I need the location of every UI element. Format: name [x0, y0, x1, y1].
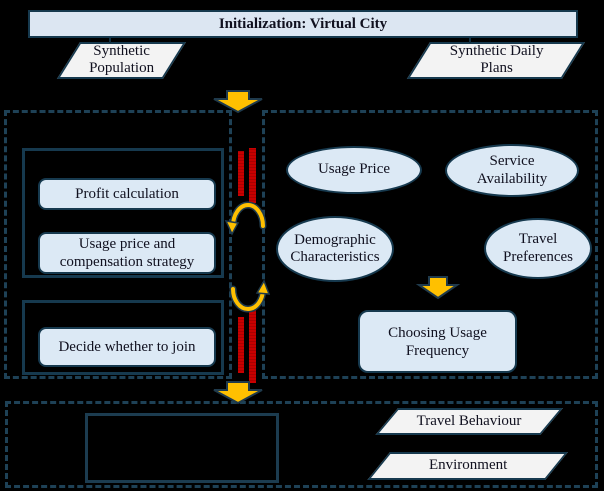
traveler-section-frame [262, 110, 598, 379]
initialization-title-bar: Initialization: Virtual City [28, 10, 578, 38]
operator-section-frame [4, 110, 232, 379]
demographic-characteristics-label: Demographic Characteristics [290, 231, 380, 265]
red-vertical-marker-bottom-2 [249, 310, 256, 383]
demographic-characteristics-ellipse: Demographic Characteristics [276, 216, 394, 282]
profit-calculation-box: Profit calculation [38, 178, 216, 210]
travel-preferences-ellipse: Travel Preferences [484, 218, 592, 279]
environment-parallelogram: Environment [367, 452, 568, 480]
red-vertical-marker-top-1 [238, 151, 244, 196]
service-availability-label: Service Availability [476, 153, 548, 187]
travel-preferences-label: Travel Preferences [503, 231, 573, 265]
decide-whether-to-join-label: Decide whether to join [58, 339, 196, 355]
iteration-arc-bottom-outline [229, 285, 267, 313]
iteration-arc-top-outline [229, 201, 267, 230]
usage-price-strategy-label: Usage price and compensation strategy [59, 236, 195, 270]
red-vertical-marker-top-2 [249, 148, 256, 203]
environment-label: Environment [428, 457, 507, 474]
usage-price-ellipse: Usage Price [286, 146, 422, 194]
synthetic-daily-plans-parallelogram: Synthetic Daily Plans [406, 42, 585, 79]
choosing-usage-frequency-label: Choosing Usage Frequency [388, 324, 487, 359]
usage-price-label: Usage Price [317, 161, 391, 178]
travel-behaviour-parallelogram: Travel Behaviour [375, 408, 563, 435]
profit-calculation-label: Profit calculation [75, 186, 179, 202]
red-vertical-marker-bottom-1 [238, 317, 244, 373]
output-section-frame [5, 401, 598, 488]
iteration-arc-top [231, 203, 265, 228]
iteration-arc-bottom [231, 287, 265, 311]
initialization-title: Initialization: Virtual City [218, 15, 388, 32]
down-arrow-top [213, 90, 263, 114]
synthetic-population-label: Synthetic Population [88, 43, 154, 77]
synthetic-population-parallelogram: Synthetic Population [56, 42, 186, 79]
down-arrow-bottom [213, 381, 263, 405]
usage-price-strategy-box: Usage price and compensation strategy [38, 232, 216, 274]
synthetic-daily-plans-label: Synthetic Daily Plans [449, 43, 543, 77]
result-empty-box [85, 413, 279, 483]
choosing-usage-frequency-box: Choosing Usage Frequency [358, 310, 517, 373]
service-availability-ellipse: Service Availability [445, 144, 579, 197]
decide-whether-to-join-box: Decide whether to join [38, 327, 216, 367]
travel-behaviour-label: Travel Behaviour [416, 412, 522, 429]
